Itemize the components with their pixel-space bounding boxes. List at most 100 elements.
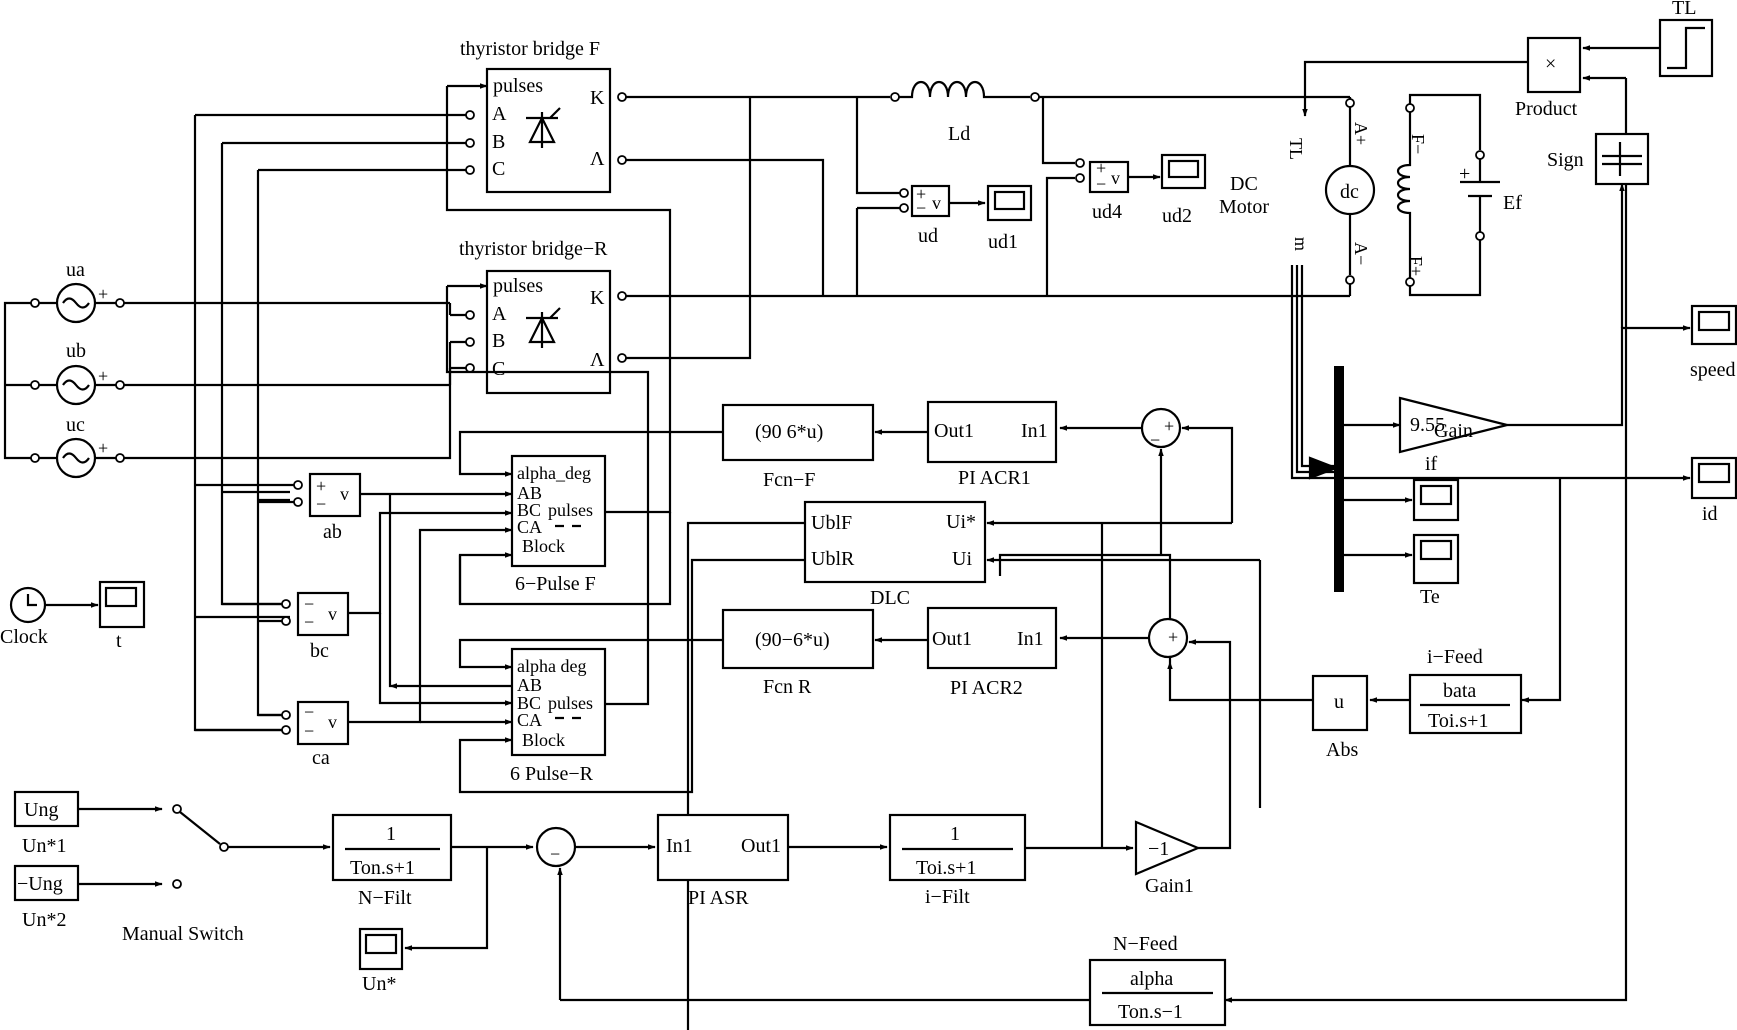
voltage-meter-ud4[interactable]: + − v ud4: [1088, 158, 1130, 223]
pf-alpha: alpha_deg: [517, 463, 591, 483]
bridge-r-b: B: [492, 330, 505, 352]
motor-dc-text: dc: [1340, 181, 1359, 203]
voltage-meter-ca[interactable]: − − v ca: [296, 700, 350, 769]
bridge-f-b: B: [492, 131, 505, 153]
six-pulse-f[interactable]: alpha_deg AB BC pulses CA Block 6−Pulse …: [510, 454, 607, 595]
un2-label: Un*2: [22, 909, 66, 931]
bridge-f-title: thyristor bridge F: [460, 38, 600, 60]
ub-label: ub: [66, 340, 86, 362]
voltage-meter-ab[interactable]: + − v ab: [308, 472, 362, 543]
product-block[interactable]: × Product: [1515, 36, 1582, 120]
id-label: id: [1702, 503, 1718, 525]
sign-label: Sign: [1547, 149, 1584, 171]
sign-block[interactable]: Sign: [1547, 132, 1650, 186]
if-label: if: [1425, 453, 1438, 475]
pr-block: Block: [522, 730, 565, 750]
un2-value: −Ung: [17, 873, 63, 895]
n-feed-den: Ton.s−1: [1118, 1001, 1183, 1023]
ud4-minus: −: [1096, 174, 1106, 194]
ef-plus: +: [1459, 163, 1470, 185]
ud-plus: +: [916, 184, 926, 204]
constant-un1[interactable]: Ung Un*1: [13, 790, 80, 857]
scope-ud1[interactable]: ud1: [986, 184, 1033, 253]
fcn-r-label: Fcn R: [763, 676, 812, 698]
n-feed-num: alpha: [1130, 968, 1173, 990]
sum-acr1[interactable]: + −: [1140, 407, 1182, 450]
ud2-label: ud2: [1162, 205, 1192, 227]
ab-plus: +: [316, 476, 326, 496]
i-filt-den: Toi.s+1: [916, 857, 976, 879]
motor-tl-port: TL: [1286, 138, 1306, 160]
uc-plus: +: [98, 438, 108, 458]
ca-v: v: [328, 712, 337, 732]
scope-ud2[interactable]: ud2: [1160, 153, 1207, 227]
voltage-meter-bc[interactable]: − − v bc: [296, 591, 350, 662]
i-filt-block[interactable]: 1 Toi.s+1 i−Filt: [888, 813, 1027, 908]
n-feed-block[interactable]: N−Feed alpha Ton.s−1: [1088, 933, 1227, 1027]
manual-switch[interactable]: Manual Switch: [122, 804, 244, 945]
bridge-f-lambda: Λ: [590, 148, 605, 170]
constant-un2[interactable]: −Ung Un*2: [13, 864, 80, 931]
bridge-f-pulses-label: pulses: [493, 75, 543, 97]
fcn-f-block[interactable]: (90 6*u) Fcn−F: [721, 403, 875, 491]
fcn-r-block[interactable]: (90−6*u) Fcn R: [721, 608, 875, 698]
clock-block[interactable]: Clock: [0, 586, 48, 648]
ac-source-ub[interactable]: ub +: [55, 340, 108, 406]
thyristor-bridge-r[interactable]: thyristor bridge−R pulses A B C K Λ: [459, 238, 612, 395]
voltage-meter-ud[interactable]: + − v ud: [910, 184, 951, 247]
dc-motor[interactable]: DC Motor dc A+ A− TL m F− F+: [1219, 98, 1428, 287]
motor-label-dc: DC: [1230, 173, 1258, 195]
scope-id[interactable]: id: [1690, 456, 1737, 525]
abs-u: u: [1334, 691, 1344, 713]
gain-label: Gain: [1434, 420, 1473, 442]
six-pulse-r[interactable]: alpha deg AB BC pulses CA Block 6 Pulse−…: [510, 647, 607, 785]
pr-ab: AB: [517, 675, 542, 695]
scope-if[interactable]: if: [1412, 453, 1460, 522]
scope-t[interactable]: t: [98, 580, 146, 652]
ac-source-uc[interactable]: uc +: [55, 414, 108, 479]
gain-9-55[interactable]: 9.55 Gain: [1398, 396, 1508, 454]
uc-label: uc: [66, 414, 85, 436]
scope-te[interactable]: Te: [1412, 533, 1460, 608]
dlc-ui: Ui: [952, 548, 972, 570]
motor-a-plus: A+: [1351, 122, 1371, 145]
clock-label: Clock: [0, 626, 48, 648]
ud1-label: ud1: [988, 231, 1018, 253]
pr-ca: CA: [517, 710, 542, 730]
n-filt-num: 1: [386, 823, 396, 845]
acr1-out: Out1: [934, 420, 974, 442]
bc-minus1: −: [304, 594, 314, 614]
i-feed-block[interactable]: i−Feed bata Toi.s+1: [1408, 646, 1523, 735]
acr1-in: In1: [1021, 420, 1048, 442]
t-label: t: [116, 630, 122, 652]
dlc-block[interactable]: UblF UblR Ui* Ui DLC: [803, 500, 987, 609]
n-filt-block[interactable]: 1 Ton.s+1 N−Filt: [331, 813, 453, 909]
ca-minus1: −: [304, 702, 314, 722]
pi-asr-block[interactable]: In1 Out1 PI ASR: [656, 813, 790, 909]
un1-label: Un*1: [22, 835, 66, 857]
sum-acr2[interactable]: +: [1147, 617, 1189, 659]
inductor-ld[interactable]: Ld: [890, 80, 1040, 145]
un1-value: Ung: [24, 799, 58, 821]
asr-out: Out1: [741, 835, 781, 857]
ac-source-ua[interactable]: ua +: [55, 259, 108, 324]
abs-block[interactable]: u Abs: [1311, 674, 1369, 761]
pi-acr2-block[interactable]: Out1 In1 PI ACR2: [926, 606, 1058, 699]
ua-plus: +: [98, 284, 108, 304]
dc-source-ef[interactable]: + Ef: [1459, 150, 1522, 241]
sum-asr[interactable]: −: [535, 826, 577, 868]
tl-step-label: TL: [1672, 0, 1696, 19]
pr-label: 6 Pulse−R: [510, 763, 594, 785]
scope-speed[interactable]: speed: [1690, 304, 1737, 381]
ua-label: ua: [66, 259, 85, 281]
thyristor-bridge-f[interactable]: thyristor bridge F pulses A B C K Λ: [460, 38, 612, 194]
bridge-f-c: C: [492, 158, 505, 180]
ud-label: ud: [918, 225, 938, 247]
product-label: Product: [1515, 98, 1578, 120]
pf-label: 6−Pulse F: [515, 573, 596, 595]
step-tl[interactable]: TL: [1658, 0, 1714, 78]
ud4-label: ud4: [1092, 201, 1122, 223]
pi-acr1-block[interactable]: Out1 In1 PI ACR1: [926, 400, 1058, 489]
gain1-block[interactable]: −1 Gain1: [1134, 820, 1201, 897]
scope-un[interactable]: Un*: [358, 927, 404, 995]
